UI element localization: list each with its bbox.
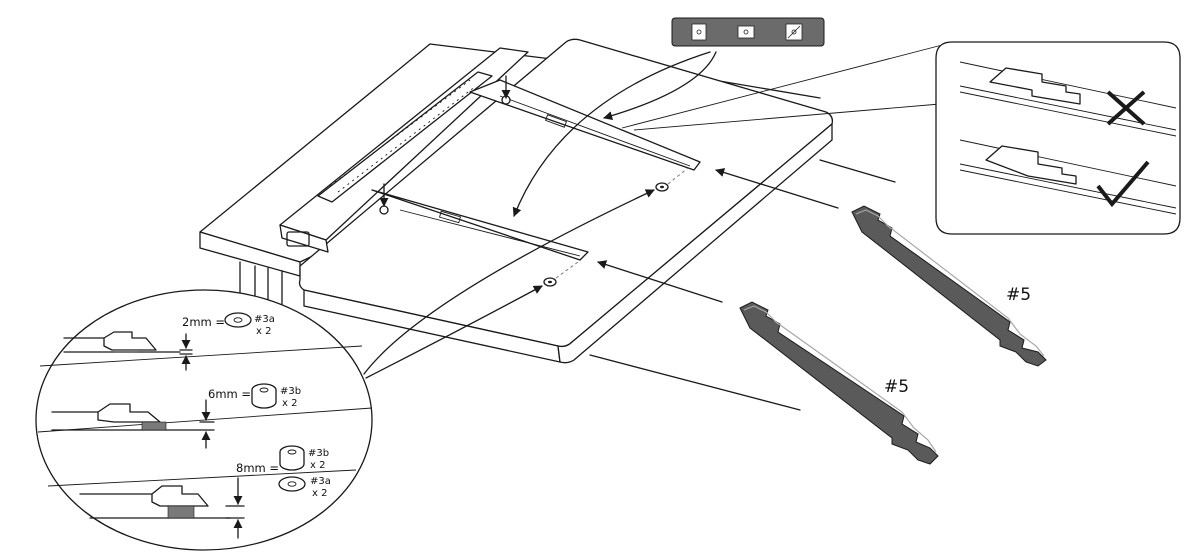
dimension-2mm: 2mm = <box>182 315 225 329</box>
spacer-positions <box>543 167 689 287</box>
mounting-bracket <box>279 47 529 253</box>
part-3a-label: #3a <box>310 476 331 487</box>
rail-lower <box>739 301 939 465</box>
tv-panel <box>298 38 834 364</box>
lower-arm <box>371 183 589 261</box>
rail-upper <box>851 205 1047 367</box>
x-mark-icon <box>1106 90 1146 126</box>
spacer-6mm-icon <box>251 383 277 409</box>
spacer-8mm-flat-icon <box>278 476 306 492</box>
alignment-inset <box>935 41 1181 235</box>
screw <box>379 205 389 215</box>
dimension-8mm: 8mm = <box>236 461 279 475</box>
level-arrow-upper <box>603 51 717 121</box>
part-3b-label: #3b <box>280 386 301 397</box>
detail-arrow-upper <box>363 189 655 375</box>
rail-lower-arrow <box>597 260 723 303</box>
qty-label: x 2 <box>310 460 325 471</box>
inset-leader <box>621 43 947 129</box>
inset-leader <box>633 103 941 131</box>
detail-2mm: 2mm = #3a x 2 <box>63 312 275 371</box>
dimension-6mm: 6mm = <box>208 387 251 401</box>
upper-arm <box>469 75 701 171</box>
correct-alignment <box>959 139 1177 215</box>
spacer-8mm-tall-icon <box>279 445 305 471</box>
qty-label: x 2 <box>282 398 297 409</box>
part-3a-label: #3a <box>254 314 275 325</box>
detail-6mm: 6mm = #3b x 2 <box>51 383 301 449</box>
detail-arrow-lower <box>365 285 543 379</box>
rail-upper-arrow <box>715 168 839 209</box>
spacer-washer-hole <box>660 185 664 189</box>
spirit-level-icon <box>671 17 825 47</box>
detail-8mm: 8mm = #3b x 2 #3a x 2 <box>79 445 331 539</box>
spacer-washer-hole <box>548 280 552 284</box>
rail-lower-label: #5 <box>884 377 909 397</box>
incorrect-alignment <box>959 61 1177 137</box>
part-3b-label: #3b <box>308 448 329 459</box>
rail-upper-label: #5 <box>1006 285 1031 305</box>
spacer-2mm-icon <box>224 312 252 328</box>
bracket-slots <box>329 79 477 193</box>
qty-label: x 2 <box>312 488 327 499</box>
level-arrow-lower <box>512 51 711 217</box>
qty-label: x 2 <box>256 326 271 337</box>
checkmark-icon <box>1096 160 1150 208</box>
spacer-detail-circle <box>35 289 373 551</box>
